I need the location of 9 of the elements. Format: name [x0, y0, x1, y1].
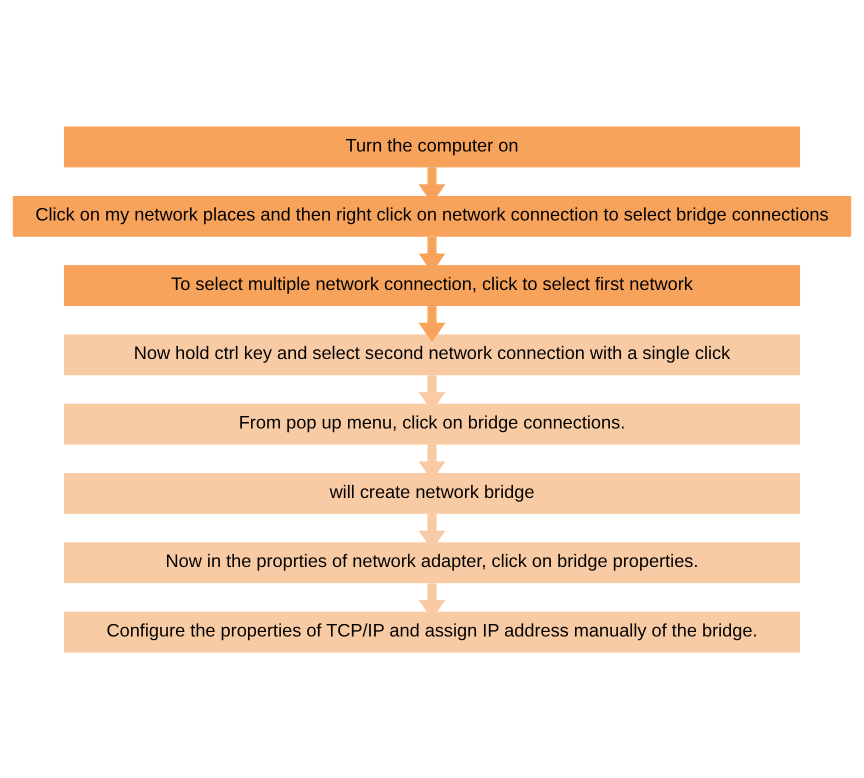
node-box: From pop up menu, click on bridge connections.	[64, 403, 800, 444]
node-box: Now hold ctrl key and select second network connection with a single click	[64, 334, 800, 375]
node-box: Click on my network places and then right click on network connection to select bridge connections	[12, 195, 852, 236]
node-box: To select multiple network connection, click to select first network	[64, 264, 800, 306]
node-box: Turn the computer on	[64, 126, 800, 167]
arrow	[418, 306, 446, 342]
node-box: Now in the proprties of network adapter, click on bridge properties.	[64, 542, 800, 583]
node-box: will create network bridge	[64, 472, 800, 514]
node-box: Configure the properties of TCP/IP and assign IP address manually of the bridge.	[64, 611, 800, 652]
